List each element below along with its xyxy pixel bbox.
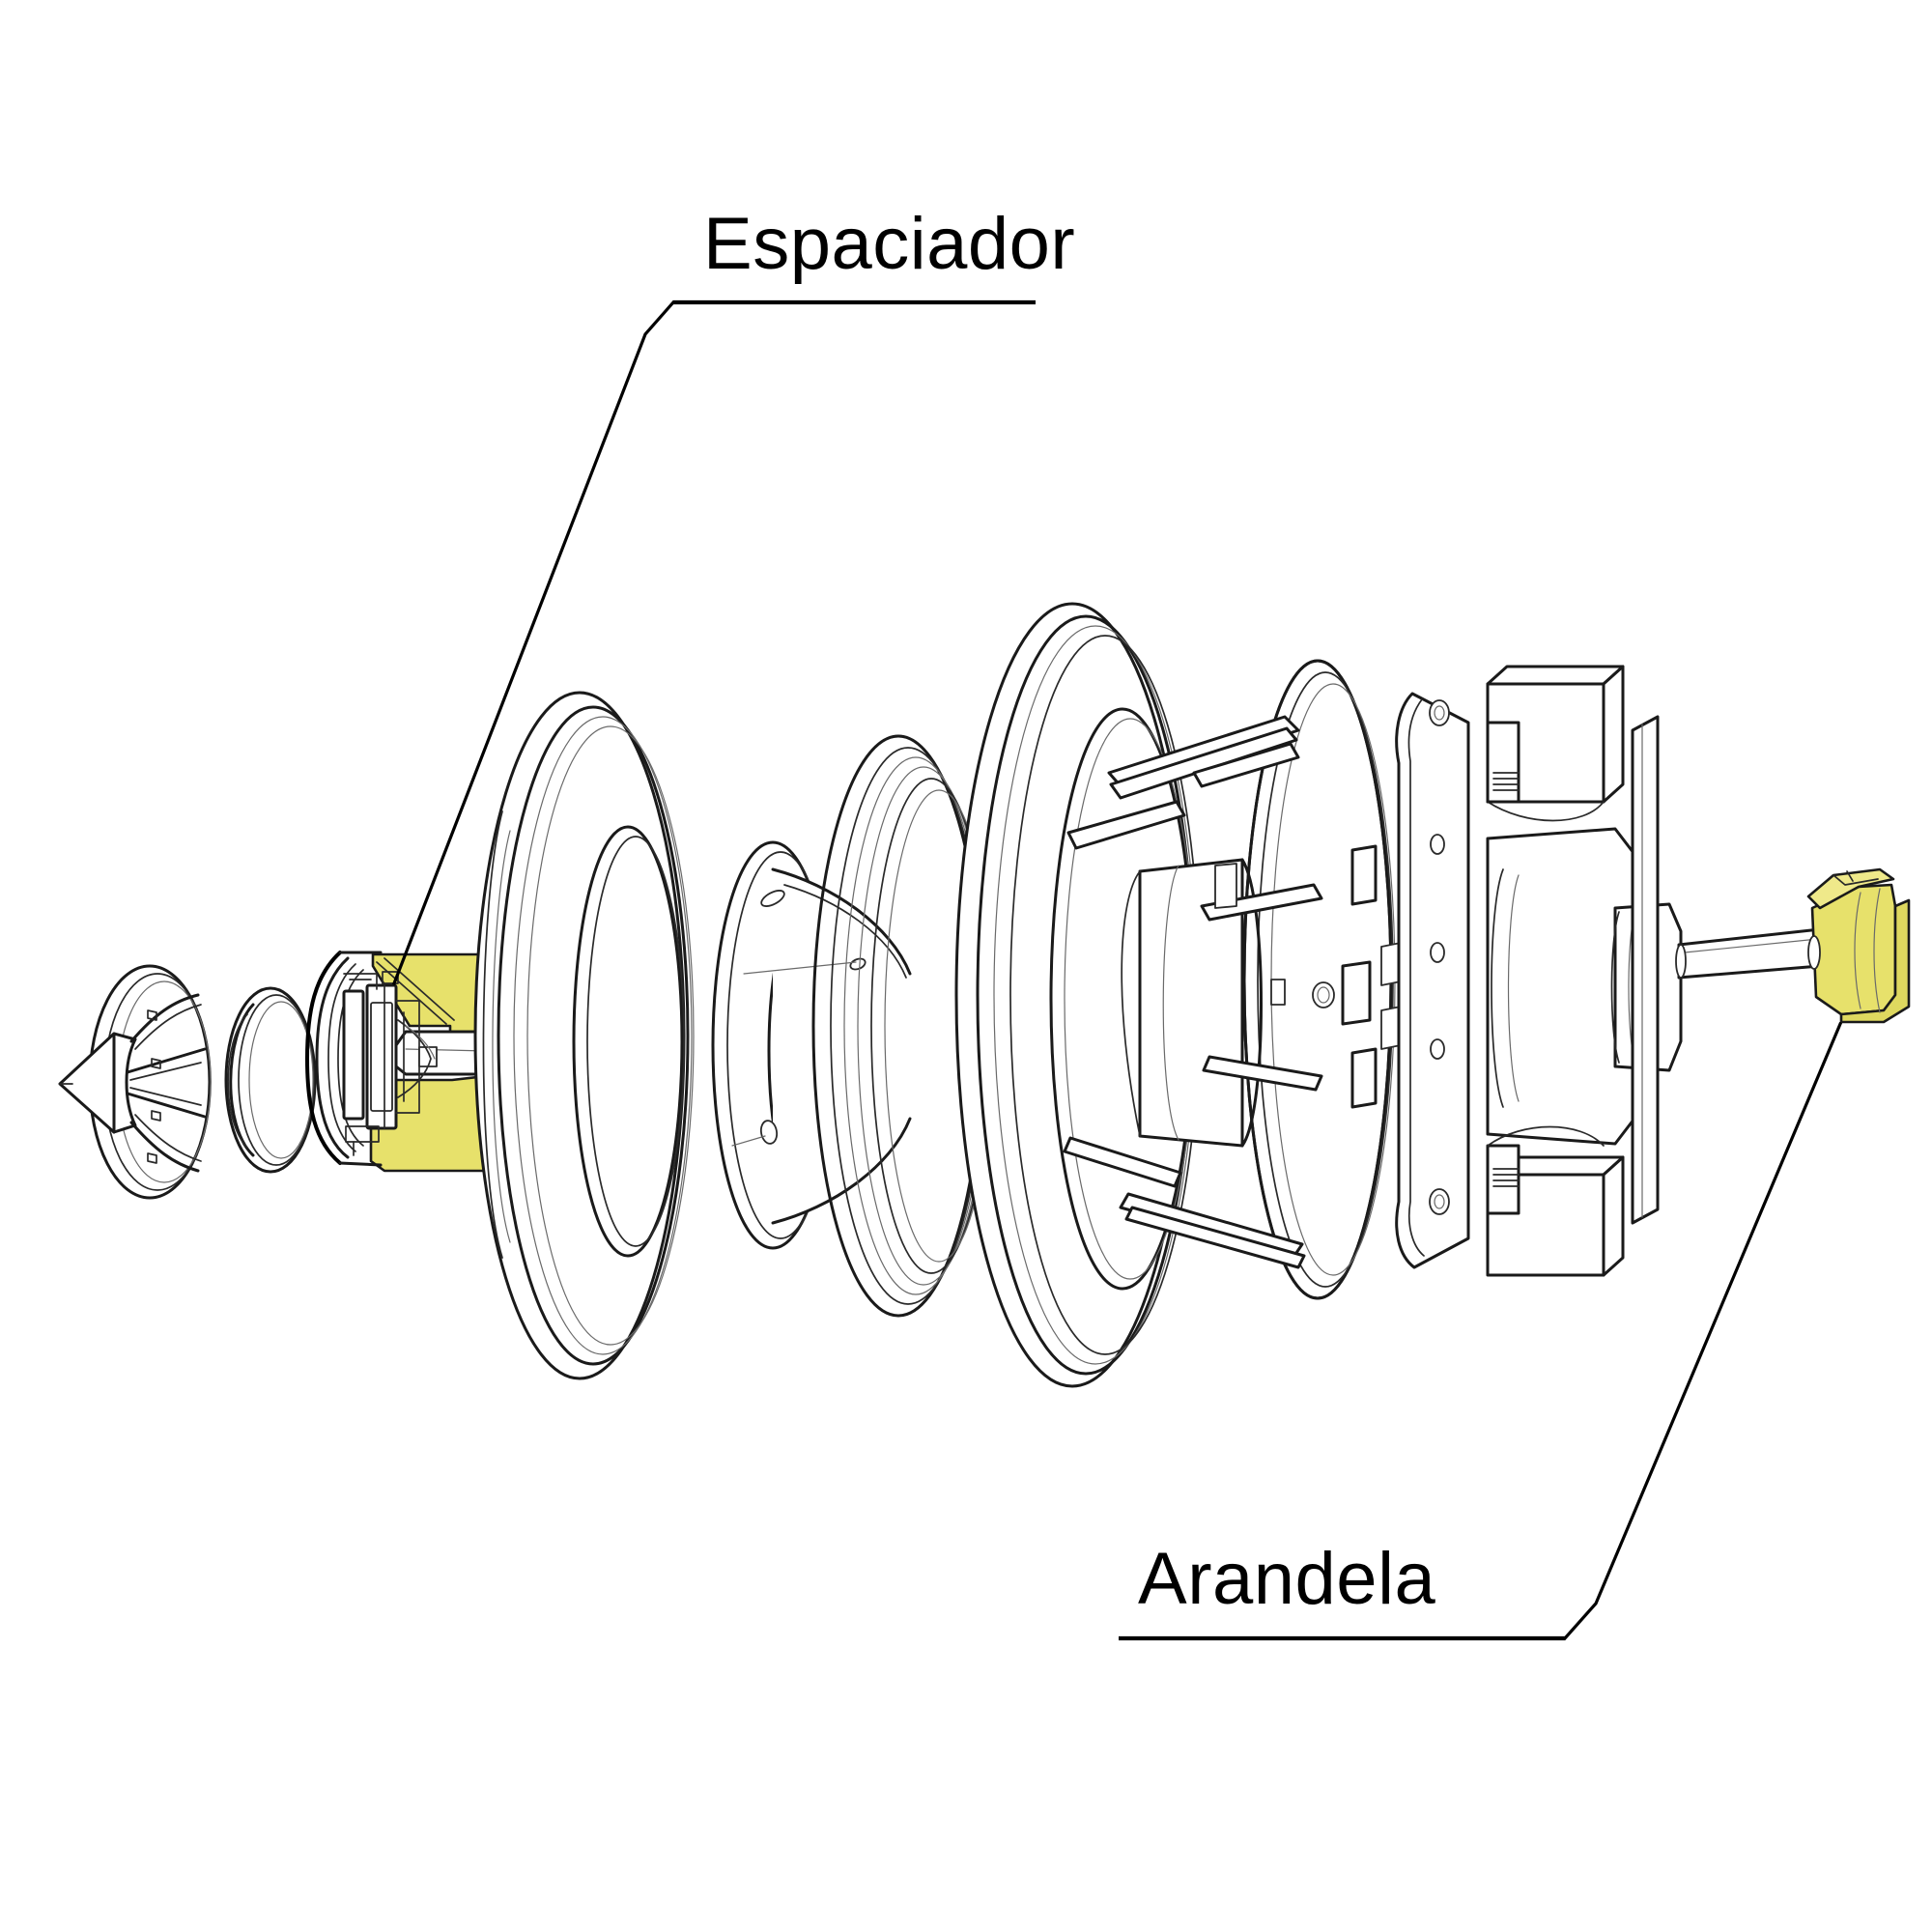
arandela-leader-line: [1562, 1021, 1843, 1641]
part-drive-shaft: [1675, 927, 1822, 980]
callout-label-arandela: Arandela: [1138, 1538, 1435, 1620]
callout-label-espaciador: Espaciador: [703, 203, 1075, 285]
part-outer-diaphragm-ring: [473, 691, 695, 1380]
part-shaft-washer: [1806, 867, 1911, 1024]
callout-espaciador: Espaciador: [391, 203, 1075, 986]
washer-yellow-flange: [1839, 898, 1911, 1024]
part-inner-cone-diffuser: [711, 840, 912, 1250]
part-motor-mount-bracket: [1395, 665, 1683, 1277]
part-spacer-hub-section: [305, 947, 570, 1173]
part-dust-cap-dome: [224, 986, 317, 1174]
callout-arandela: Arandela: [1119, 1021, 1843, 1641]
part-basket-frame-housing: [954, 602, 1402, 1388]
part-impeller-spider-cone: [58, 964, 212, 1200]
espaciador-leader-line: [391, 299, 676, 986]
